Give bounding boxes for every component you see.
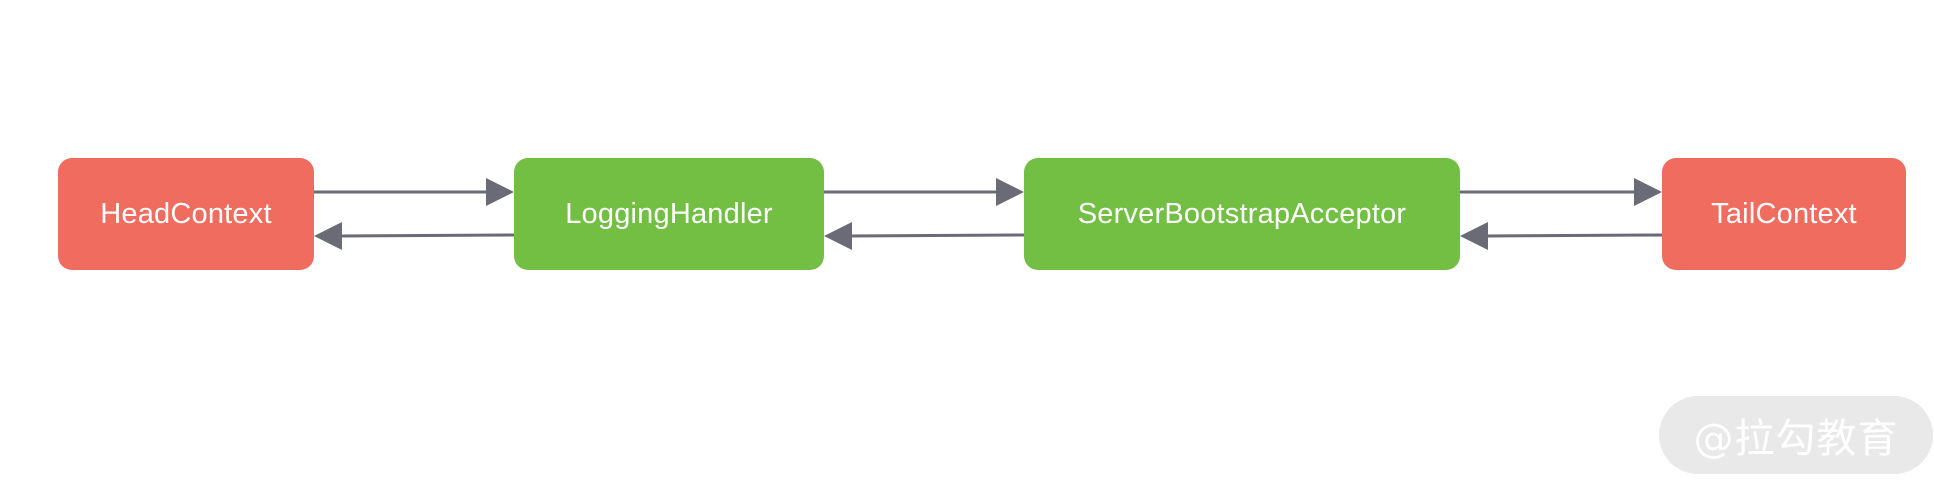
watermark-text: @拉勾教育 [1693, 416, 1899, 462]
arrow-acceptor-to-logging [824, 222, 1025, 250]
node-label: ServerBootstrapAcceptor [1077, 197, 1407, 230]
node-label: LoggingHandler [565, 197, 773, 230]
node-head-context: HeadContext [58, 158, 314, 270]
arrow-logging-to-head [314, 222, 515, 250]
node-label: HeadContext [100, 197, 272, 230]
arrow-acceptor-to-tail [1460, 178, 1662, 206]
node-server-bootstrap-acceptor: ServerBootstrapAcceptor [1024, 158, 1460, 270]
watermark-badge: @拉勾教育 [1659, 396, 1933, 474]
node-logging-handler: LoggingHandler [514, 158, 824, 270]
arrow-logging-to-acceptor [824, 178, 1024, 206]
arrow-tail-to-acceptor [1460, 222, 1663, 250]
node-tail-context: TailContext [1662, 158, 1906, 270]
arrow-head-to-logging [314, 178, 514, 206]
node-label: TailContext [1711, 197, 1857, 230]
